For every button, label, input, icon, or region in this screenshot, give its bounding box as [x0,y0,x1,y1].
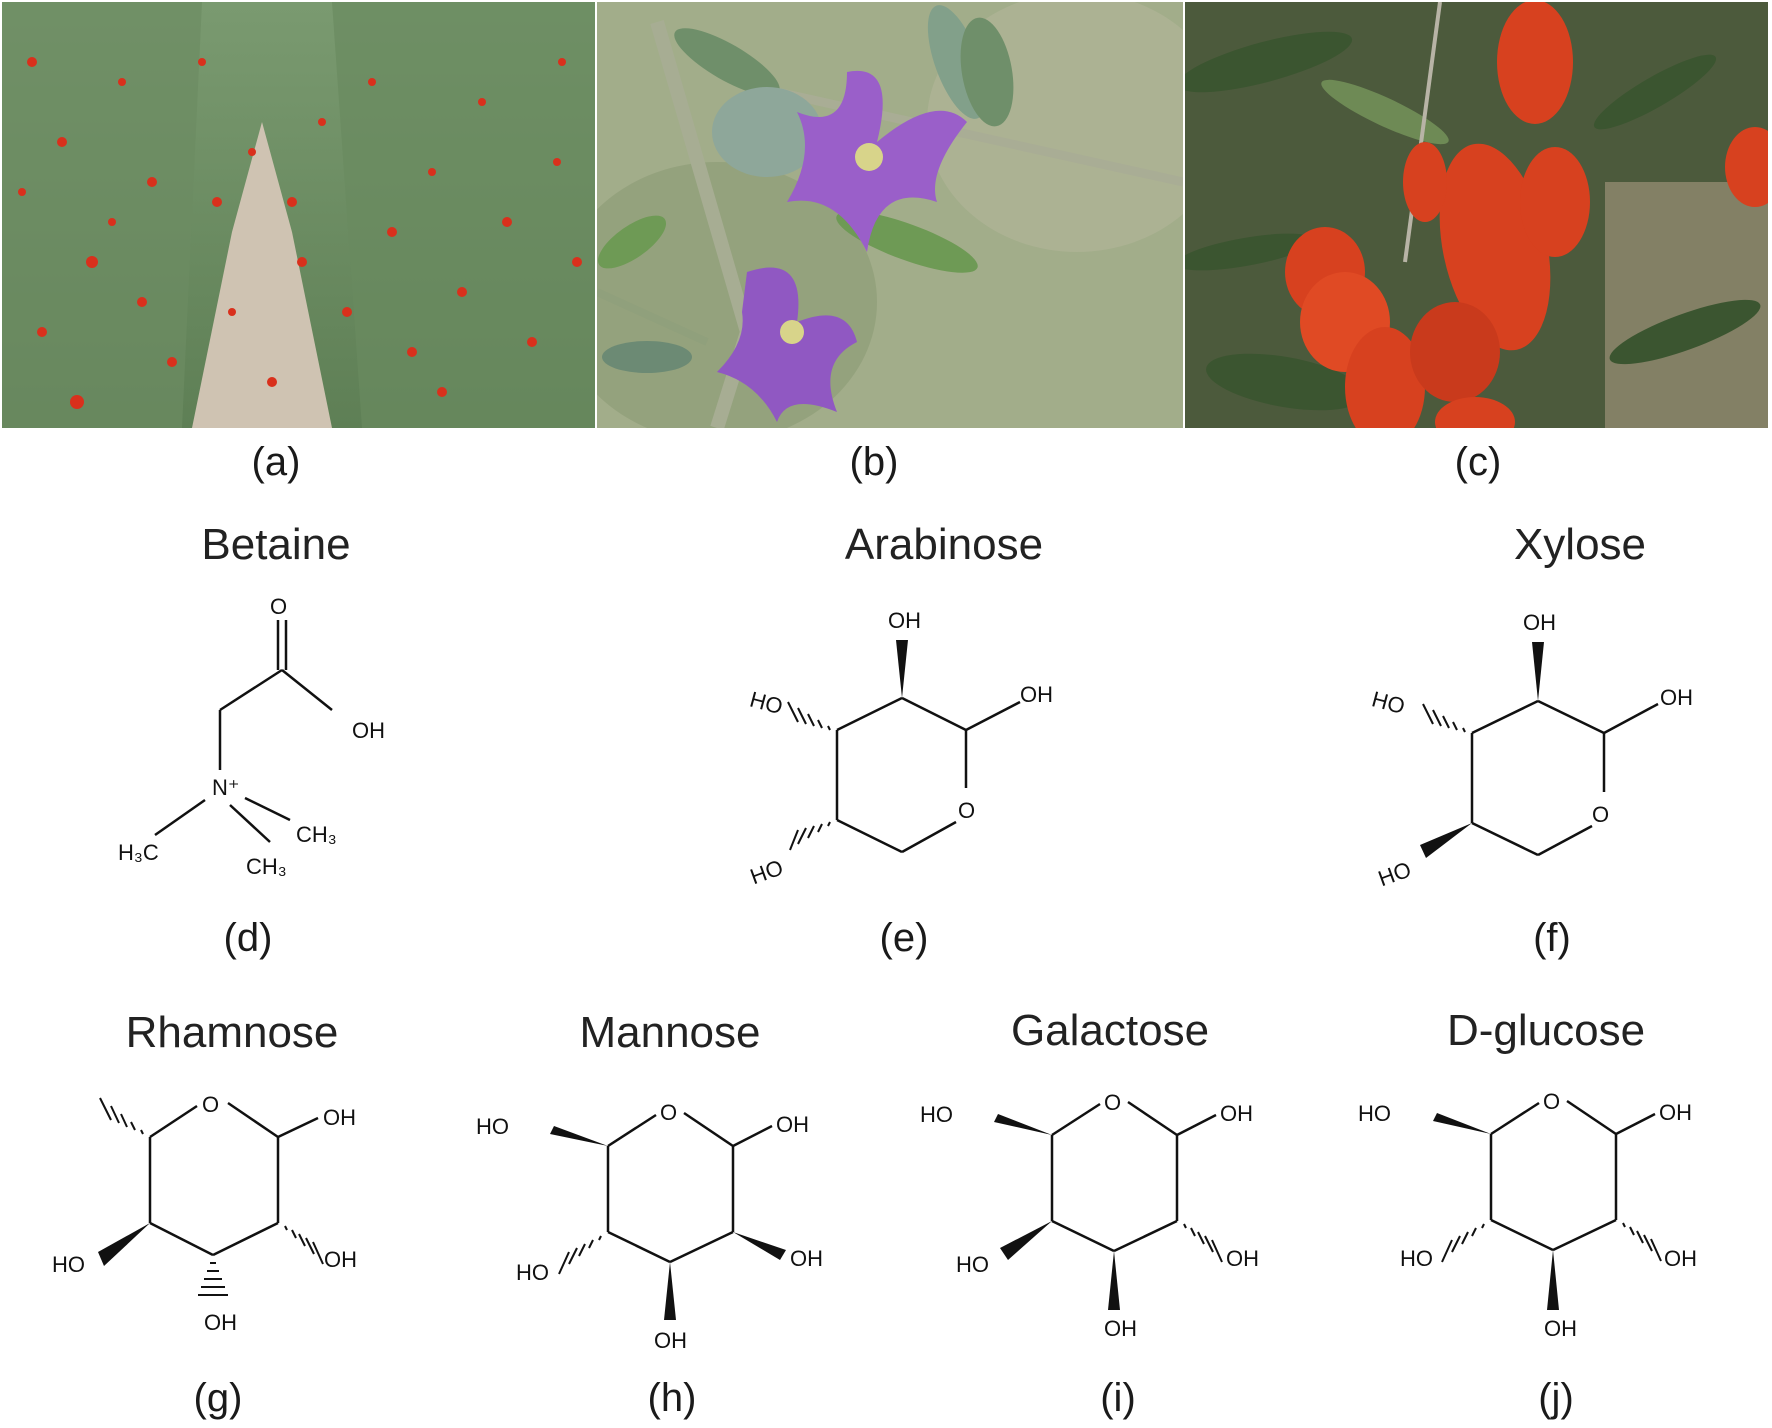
atom-ho-left: HO [747,687,785,720]
atom-oh-lower-right: OH [1664,1246,1697,1271]
atom-ho-left: HO [1400,1246,1433,1271]
atom-ho-top-left: HO [920,1102,953,1127]
atom-oh-bottom: OH [1544,1316,1577,1341]
atom-ho-left: HO [1369,686,1407,719]
atom-ring-o: O [660,1100,677,1125]
photo-goji-plantation [2,2,595,428]
atom-oh-lower-right: OH [1226,1246,1259,1271]
atom-ho-bottom: HO [747,855,787,890]
atom-oh: OH [352,718,385,743]
atom-oh-right: OH [1659,1100,1692,1125]
atom-oh-top: OH [888,608,921,633]
atom-o: O [270,594,287,619]
hashed-wedge [787,701,831,851]
berries-image [1185,2,1768,428]
panel-label-i: (i) [1100,1376,1136,1420]
atom-ho-top-left: HO [1358,1101,1391,1126]
d-glucose-structure: HO O OH HO OH OH [1358,1070,1720,1365]
flower-upper [787,70,967,252]
atom-ring-o: O [1543,1089,1560,1114]
panel-label-e: (e) [879,916,929,960]
atom-ho-bottom: HO [1375,857,1415,892]
atom-ring-o: O [202,1092,219,1117]
panel-label-c: (c) [1454,440,1502,484]
atom-oh-bottom: OH [1104,1316,1137,1341]
xylose-structure: OH HO OH O HO [1360,590,1760,915]
atom-ring-o: O [1104,1090,1121,1115]
panel-label-b: (b) [849,440,899,484]
molecule-title-d-glucose: D-glucose [1446,1006,1646,1055]
arabinose-structure: OH HO OH O HO [720,590,1120,915]
atom-ring-o: O [958,798,975,823]
atom-oh-lower-right: OH [790,1246,823,1271]
atom-ho-left: HO [516,1260,549,1285]
molecule-title-rhamnose: Rhamnose [125,1008,339,1057]
panel-label-g: (g) [193,1376,243,1420]
panel-label-f: (f) [1533,916,1571,960]
panel-label-d: (d) [223,916,273,960]
galactose-structure: HO O OH HO OH OH [920,1070,1280,1365]
atom-oh-top: OH [1523,610,1556,635]
atom-oh-right: OH [1020,682,1053,707]
betaine-structure: O OH N⁺ H₃C CH₃ CH₃ [100,590,400,915]
panel-label-j: (j) [1538,1376,1574,1420]
atom-oh-right: OH [1220,1101,1253,1126]
atom-n-plus: N⁺ [212,775,240,800]
atom-oh-lower-right: OH [324,1247,357,1272]
atom-oh-right: OH [776,1112,809,1137]
molecule-title-xylose: Xylose [1513,520,1647,569]
atom-ch3-bottom: CH₃ [246,854,287,879]
flower-lower [717,267,857,422]
photo-goji-berries [1185,2,1768,428]
rhamnose-structure: O OH HO OH OH [40,1060,400,1365]
atom-ch3-right: CH₃ [296,822,337,847]
atom-oh-bottom: OH [654,1328,687,1353]
atom-oh-right: OH [323,1105,356,1130]
molecule-title-arabinose: Arabinose [844,520,1044,569]
molecule-title-mannose: Mannose [579,1008,761,1057]
plantation-image [2,2,595,428]
photo-goji-flowers [597,2,1183,428]
atom-ho-left: HO [956,1252,989,1277]
molecule-title-galactose: Galactose [1010,1006,1210,1055]
molecule-title-betaine: Betaine [201,520,351,569]
panel-label-a: (a) [251,440,301,484]
atom-ho-top-left: HO [476,1114,509,1139]
atom-ring-o: O [1592,802,1609,827]
atom-oh-bottom: OH [204,1310,237,1335]
atom-h3c: H₃C [118,840,159,865]
flowers-image [597,2,1183,428]
atom-ho-left: HO [52,1252,85,1277]
mannose-structure: HO O OH HO OH OH [476,1080,840,1375]
atom-oh-right: OH [1660,685,1693,710]
panel-label-h: (h) [647,1376,697,1420]
